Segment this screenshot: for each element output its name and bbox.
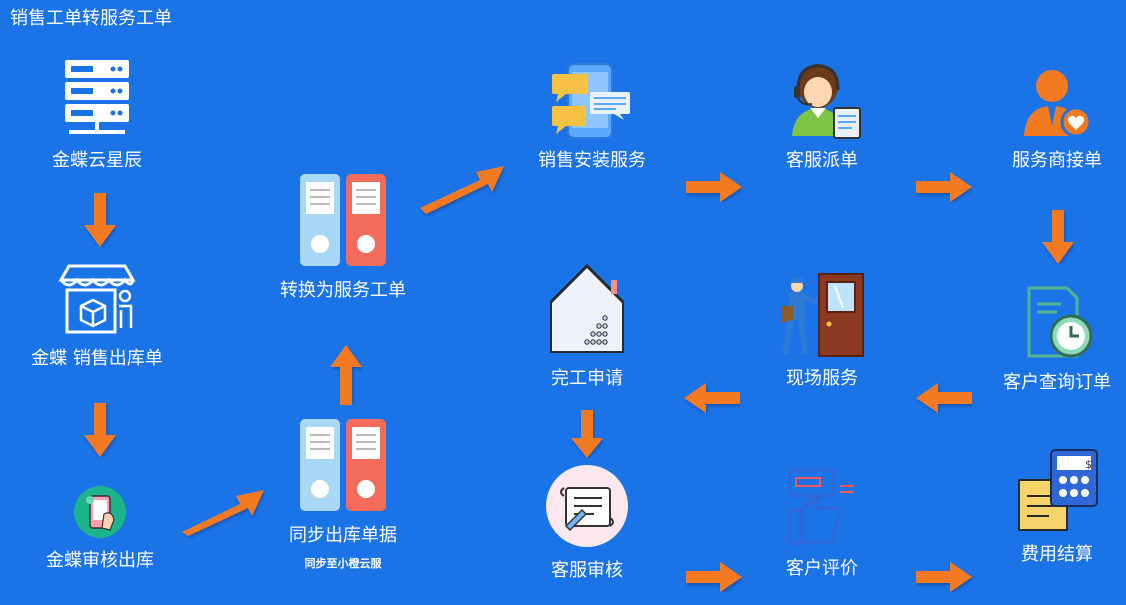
node-install-service: 销售安装服务 <box>507 62 677 172</box>
node-dispatch: 客服派单 <box>737 62 907 172</box>
node-sales-outbound: 金蝶 销售出库单 <box>12 262 182 370</box>
arrow-down-icon <box>84 193 116 247</box>
node-service-audit: 客服审核 <box>502 462 672 582</box>
phone-approve-icon <box>74 486 126 538</box>
arrow-right-icon <box>686 172 742 202</box>
node-label: 转换为服务工单 <box>280 280 406 301</box>
arrow-left-icon <box>684 383 740 413</box>
thumbs-up-review-icon <box>788 468 854 546</box>
phone-chat-icon <box>552 63 630 139</box>
node-kingdee-cloud: 金蝶云星辰 <box>12 56 182 172</box>
arrow-down-icon <box>84 403 116 457</box>
node-label: 现场服务 <box>786 368 858 389</box>
door-delivery-icon <box>781 273 864 357</box>
node-sublabel: 同步至小橙云服 <box>304 557 382 570</box>
node-label: 金蝶审核出库 <box>46 550 154 571</box>
arrow-up-icon <box>330 345 362 405</box>
node-label: 客服审核 <box>551 560 623 581</box>
node-customer-review: 客户评价 <box>737 466 907 580</box>
node-sync-outbound: 同步出库单据 同步至小橙云服 <box>258 417 428 571</box>
node-label: 金蝶 销售出库单 <box>31 348 163 369</box>
svg-text:$: $ <box>1085 458 1092 471</box>
binder-folders-icon <box>300 419 386 511</box>
customer-service-icon <box>792 64 861 139</box>
arrow-right-icon <box>916 172 972 202</box>
node-label: 金蝶云星辰 <box>52 150 142 171</box>
calculator-bill-icon: $ <box>1018 449 1098 531</box>
node-provider-accept: 服务商接单 <box>972 66 1126 172</box>
node-onsite-service: 现场服务 <box>737 272 907 390</box>
arrow-down-icon <box>1042 210 1074 264</box>
person-heart-icon <box>1024 70 1092 138</box>
arrow-diagonal-icon <box>420 166 504 214</box>
house-icon <box>549 263 625 353</box>
node-label: 费用结算 <box>1021 544 1093 565</box>
binder-folders-icon <box>300 174 386 266</box>
node-completion-request: 完工申请 <box>502 262 672 390</box>
diagram-title: 销售工单转服务工单 <box>10 8 172 29</box>
node-label: 客户查询订单 <box>1003 372 1111 393</box>
node-label: 销售安装服务 <box>538 150 646 171</box>
scroll-quill-icon <box>546 465 628 547</box>
node-label: 同步出库单据 <box>289 525 397 546</box>
arrow-diagonal-icon <box>182 490 264 536</box>
arrow-right-icon <box>686 562 742 592</box>
node-fee-settlement: $ 费用结算 <box>972 448 1126 566</box>
arrow-left-icon <box>916 383 972 413</box>
arrow-down-icon <box>571 410 603 458</box>
node-convert-service: 转换为服务工单 <box>258 172 428 302</box>
store-delivery-icon <box>58 264 136 334</box>
arrow-right-icon <box>916 562 972 592</box>
node-audit-outbound: 金蝶审核出库 <box>15 484 185 572</box>
document-clock-icon <box>1027 286 1093 358</box>
node-query-order: 客户查询订单 <box>972 286 1126 394</box>
server-icon <box>65 60 129 134</box>
node-label: 完工申请 <box>551 368 623 389</box>
node-label: 服务商接单 <box>1012 150 1102 171</box>
node-label: 客户评价 <box>786 558 858 579</box>
node-label: 客服派单 <box>786 150 858 171</box>
